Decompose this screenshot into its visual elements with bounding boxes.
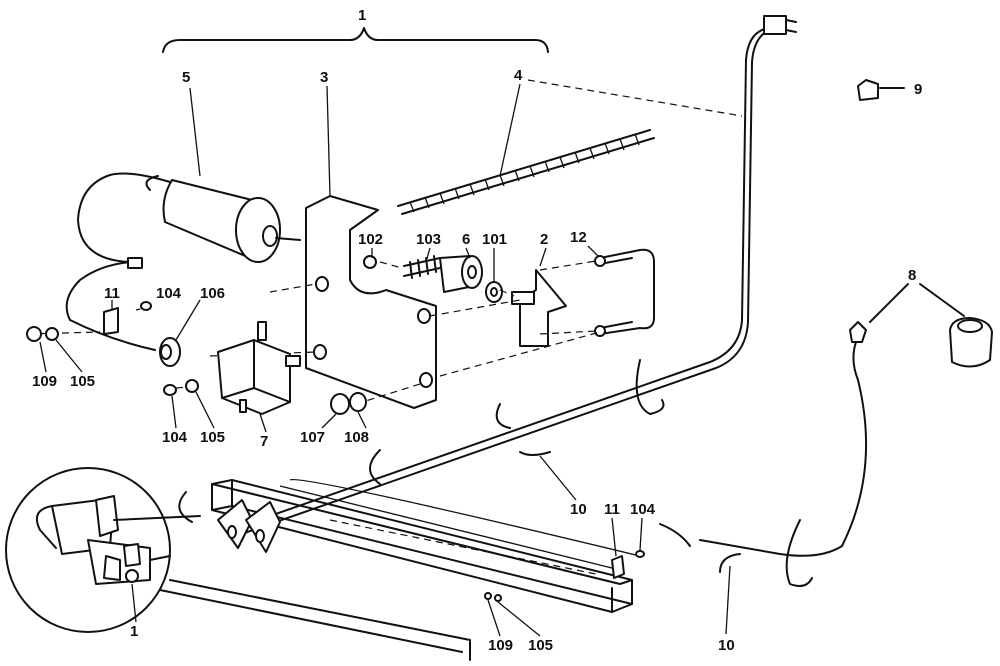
callout-102: 102 <box>358 231 383 248</box>
callout-2: 2 <box>540 231 548 248</box>
cable-main <box>229 15 797 537</box>
callout-1-top: 1 <box>358 7 366 24</box>
grommet <box>159 337 181 367</box>
angle-bracket <box>511 269 567 347</box>
clip <box>857 79 905 101</box>
callout-105-bottom: 105 <box>528 637 553 654</box>
leader-lines <box>39 83 731 637</box>
callout-1-detail: 1 <box>130 623 138 640</box>
callout-109-left: 109 <box>32 373 57 390</box>
callout-106: 106 <box>200 285 225 302</box>
callout-104-right: 104 <box>630 501 656 518</box>
u-rod <box>594 248 655 337</box>
callout-105-mid: 105 <box>200 429 225 446</box>
callout-8: 8 <box>908 267 916 284</box>
callout-10-mid: 10 <box>570 501 587 518</box>
small-hardware <box>26 301 367 415</box>
callout-5: 5 <box>182 69 190 86</box>
long-spring <box>397 129 655 215</box>
callout-6: 6 <box>462 231 470 248</box>
callout-11-left: 11 <box>104 285 120 302</box>
callout-103: 103 <box>416 231 441 248</box>
microswitch <box>217 321 301 415</box>
detail-view <box>5 467 201 633</box>
push-button <box>699 283 993 557</box>
callout-108: 108 <box>344 429 369 446</box>
callout-12: 12 <box>570 229 587 246</box>
callout-9: 9 <box>914 81 922 98</box>
callout-105-left: 105 <box>70 373 95 390</box>
callout-4: 4 <box>514 67 523 84</box>
spring-bushing-set <box>403 255 503 303</box>
callout-107: 107 <box>300 429 325 446</box>
callout-3: 3 <box>320 69 328 86</box>
rail-assembly <box>159 478 641 661</box>
mounting-plate <box>305 195 437 409</box>
callout-104-mid: 104 <box>162 429 188 446</box>
callout-101: 101 <box>482 231 507 248</box>
callout-11-right: 11 <box>604 501 620 518</box>
callout-10-low: 10 <box>718 637 735 654</box>
callout-7: 7 <box>260 433 268 450</box>
assembly-brace <box>162 27 549 53</box>
callout-104-top: 104 <box>156 285 182 302</box>
motor-part <box>65 172 301 351</box>
callout-109-bottom: 109 <box>488 637 513 654</box>
cable-clamps <box>178 359 813 587</box>
rail-hardware <box>484 550 645 602</box>
